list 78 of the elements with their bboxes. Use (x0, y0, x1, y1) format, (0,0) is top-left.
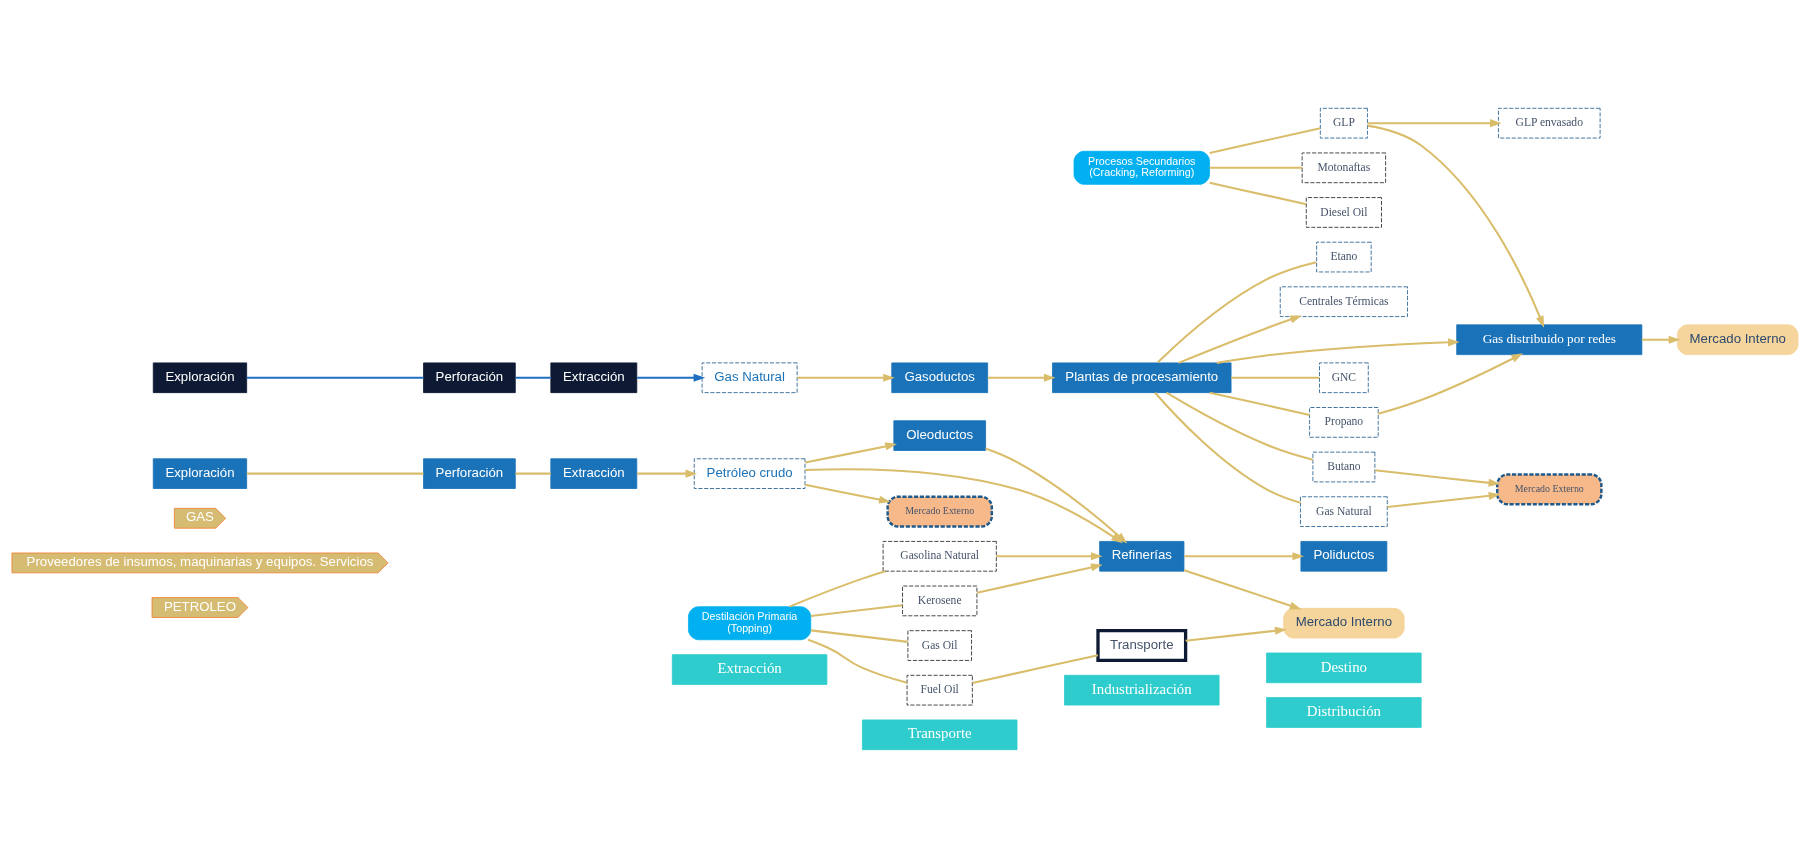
arrow (797, 373, 895, 382)
arrow (1183, 568, 1302, 609)
arrow (805, 441, 897, 464)
arrow (1367, 118, 1502, 127)
arrow (637, 373, 706, 382)
node-box: Exploración (152, 457, 248, 489)
node-box: Petróleo crudo (693, 457, 806, 489)
node-box: Poliductos (1300, 540, 1388, 572)
connector (1154, 391, 1301, 504)
node-box: Gas Natural (701, 361, 798, 393)
node-box: Perforación (423, 361, 516, 393)
arrow (1184, 551, 1305, 560)
connector (515, 472, 551, 475)
connector (789, 569, 886, 608)
node-box: Etano (1316, 241, 1372, 272)
arrow (1178, 315, 1302, 364)
arrow (1387, 491, 1501, 508)
node-box: Kerosene (902, 585, 978, 616)
arrow (985, 447, 1128, 543)
node-box: Gas Oil (907, 629, 972, 661)
node-box: Industrialización (1064, 674, 1220, 705)
connector (1166, 391, 1314, 461)
node-box: GLP envasado (1498, 107, 1601, 138)
node-box: Mercado Interno (1676, 323, 1799, 355)
node-box: Diesel Oil (1305, 196, 1382, 228)
node-box: Centrales Térmicas (1279, 285, 1408, 317)
node-box: Mercado Externo (1495, 472, 1603, 505)
connector (810, 603, 903, 617)
arrow (1374, 468, 1501, 487)
node-box: Extracción (550, 361, 638, 393)
connector (246, 472, 424, 475)
connector (1209, 181, 1307, 205)
arrow (1185, 626, 1287, 642)
node-box: Plantas de procesamiento (1052, 361, 1232, 393)
node-box: Refinerías (1099, 540, 1185, 572)
node-box: Destino (1266, 652, 1422, 683)
arrow (805, 467, 1123, 543)
node-box: Propano (1309, 406, 1379, 438)
arrow (637, 469, 698, 478)
node-box: GNC (1319, 361, 1369, 393)
arrow (987, 373, 1056, 382)
connector (810, 628, 908, 643)
node-box: Distribución (1266, 696, 1422, 728)
connector (972, 653, 1099, 684)
node-box: Extracción (671, 653, 828, 685)
node-box: Exploración (152, 361, 248, 393)
connector (1156, 260, 1317, 363)
node-box: Motonaftas (1301, 152, 1387, 183)
connector (1209, 126, 1321, 154)
node-box: Oleoductos (893, 419, 986, 451)
connector (1209, 391, 1310, 416)
connector (1231, 376, 1320, 379)
connector (246, 376, 424, 379)
connector (1209, 166, 1303, 169)
connector (515, 376, 551, 379)
node-box: Butano (1312, 451, 1376, 482)
node-box: Gasolina Natural (882, 540, 997, 572)
node-box: Destilación Primaria (Topping) (688, 605, 812, 640)
arrow (1377, 352, 1523, 415)
arrow (1641, 335, 1681, 344)
node-box: Mercado Interno (1283, 607, 1405, 639)
arrow (996, 551, 1103, 560)
node-box: Procesos Secundarios (Cracking, Reforming) (1073, 150, 1210, 185)
node-box: Mercado Externo (886, 495, 994, 528)
arrow (976, 562, 1103, 594)
node-box: Gas distribuido por redes (1456, 323, 1643, 355)
node-box: Extracción (550, 457, 638, 489)
node-box: Gas Natural (1300, 495, 1388, 527)
arrow (1367, 124, 1545, 328)
node-box: Perforación (423, 457, 516, 489)
node-box: Transporte (862, 719, 1018, 750)
node-box: Transporte (1096, 628, 1188, 662)
arrow (1216, 337, 1460, 364)
arrow (805, 483, 891, 504)
node-box: Gasoductos (891, 361, 989, 393)
node-box: Fuel Oil (906, 674, 973, 705)
node-box: GLP (1319, 107, 1368, 138)
connector (807, 638, 908, 684)
